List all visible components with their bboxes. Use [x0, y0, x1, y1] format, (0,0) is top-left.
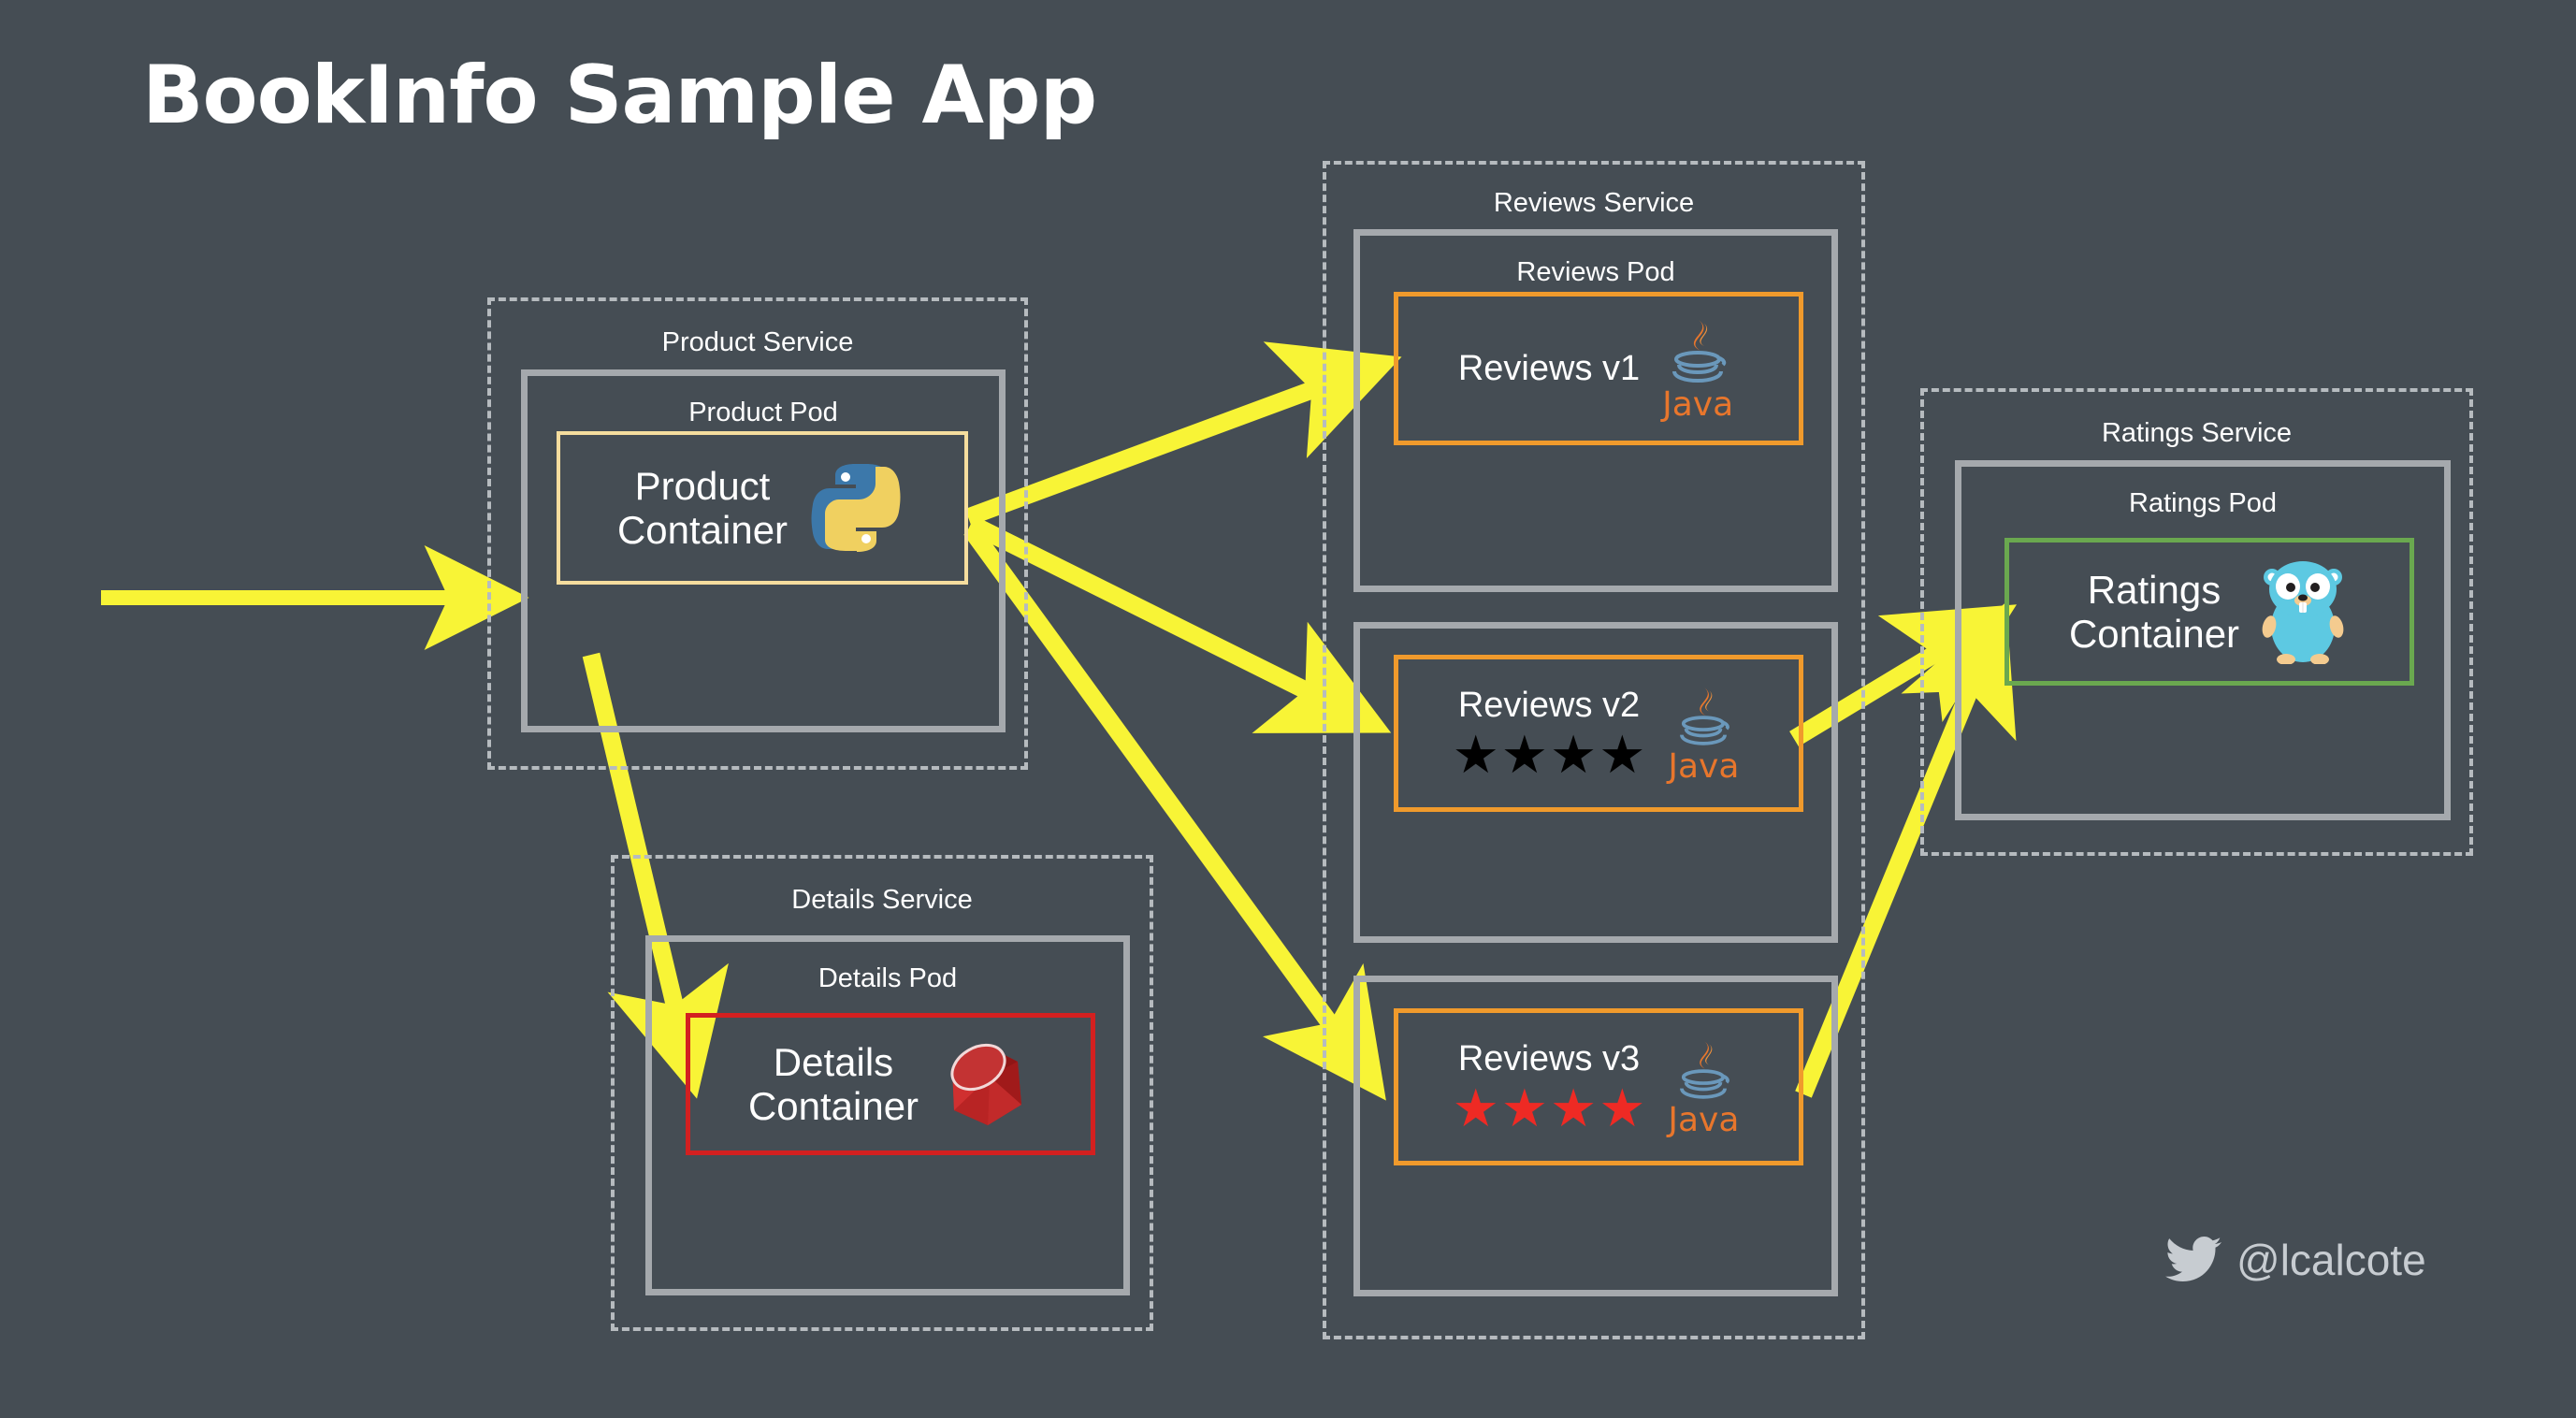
star-icon: ★: [1599, 725, 1646, 785]
twitter-handle: @lcalcote: [2236, 1236, 2426, 1284]
arrow-product-to-reviews-v2: [966, 515, 1392, 733]
twitter-credit[interactable]: @lcalcote: [2165, 1235, 2426, 1285]
pod-product[interactable]: Product Pod: [521, 369, 1006, 732]
java-wordmark: Java: [1668, 1100, 1740, 1139]
service-reviews[interactable]: Reviews Service: [1323, 161, 1865, 1339]
ruby-logo-icon: [950, 1043, 1022, 1125]
service-details-label: Details Service: [791, 885, 973, 915]
rating-stars-v2: ★ ★ ★ ★: [1453, 729, 1646, 781]
service-ratings[interactable]: Ratings Service: [1920, 388, 2473, 856]
pod-reviews-label: Reviews Pod: [1516, 257, 1675, 287]
star-icon: ★: [1500, 725, 1548, 785]
service-reviews-label: Reviews Service: [1493, 188, 1695, 218]
java-wordmark: Java: [1662, 384, 1734, 424]
container-reviews-v3[interactable]: Reviews v3 ★ ★ ★ ★ Java: [1394, 1008, 1803, 1165]
pod-product-label: Product Pod: [688, 398, 838, 427]
pod-reviews-3[interactable]: [1353, 976, 1838, 1296]
container-details-label: Details Container: [747, 1039, 919, 1128]
container-ratings-label: Ratings Container: [2068, 567, 2240, 656]
container-reviews-v2[interactable]: Reviews v2 ★ ★ ★ ★ Java: [1394, 655, 1803, 812]
java-logo-icon: Java: [1657, 316, 1739, 424]
star-icon: ★: [1500, 1078, 1548, 1138]
rating-stars-v3: ★ ★ ★ ★: [1453, 1082, 1646, 1135]
python-logo-icon: [811, 464, 901, 552]
page-title: BookInfo Sample App: [142, 49, 1097, 142]
container-reviews-v3-label: Reviews v3: [1457, 1038, 1641, 1078]
pod-reviews-1[interactable]: Reviews Pod: [1353, 229, 1838, 592]
arrow-product-to-reviews-v3: [963, 524, 1386, 1101]
container-ratings[interactable]: Ratings Container: [2004, 538, 2414, 686]
java-logo-icon: Java: [1662, 684, 1744, 786]
service-product-label: Product Service: [661, 327, 854, 357]
pod-ratings[interactable]: Ratings Pod: [1955, 460, 2451, 820]
service-ratings-label: Ratings Service: [2101, 418, 2293, 448]
star-icon: ★: [1599, 1078, 1646, 1138]
container-reviews-v1-label: Reviews v1: [1457, 348, 1641, 388]
container-reviews-v2-label: Reviews v2: [1457, 685, 1641, 725]
twitter-bird-icon: [2165, 1237, 2221, 1281]
service-product[interactable]: Product Service: [487, 297, 1028, 770]
container-reviews-v1[interactable]: Reviews v1 Java: [1394, 292, 1803, 445]
container-product-label: Product Container: [616, 463, 789, 552]
star-icon: ★: [1550, 725, 1598, 785]
go-gopher-logo-icon: [2262, 561, 2344, 664]
arrow-product-to-reviews-v1: [964, 341, 1402, 526]
container-product[interactable]: Product Container: [557, 431, 968, 585]
star-icon: ★: [1550, 1078, 1598, 1138]
container-details[interactable]: Details Container: [686, 1013, 1095, 1155]
pod-reviews-2[interactable]: [1353, 622, 1838, 943]
java-logo-icon: Java: [1662, 1037, 1744, 1139]
star-icon: ★: [1452, 725, 1499, 785]
star-icon: ★: [1452, 1078, 1499, 1138]
arrow-product-to-details: [582, 652, 729, 1099]
java-wordmark: Java: [1668, 746, 1740, 786]
service-details[interactable]: Details Service: [611, 855, 1153, 1331]
pod-details[interactable]: Details Pod: [645, 935, 1130, 1295]
pod-ratings-label: Ratings Pod: [2129, 488, 2277, 518]
pod-details-label: Details Pod: [818, 963, 958, 993]
